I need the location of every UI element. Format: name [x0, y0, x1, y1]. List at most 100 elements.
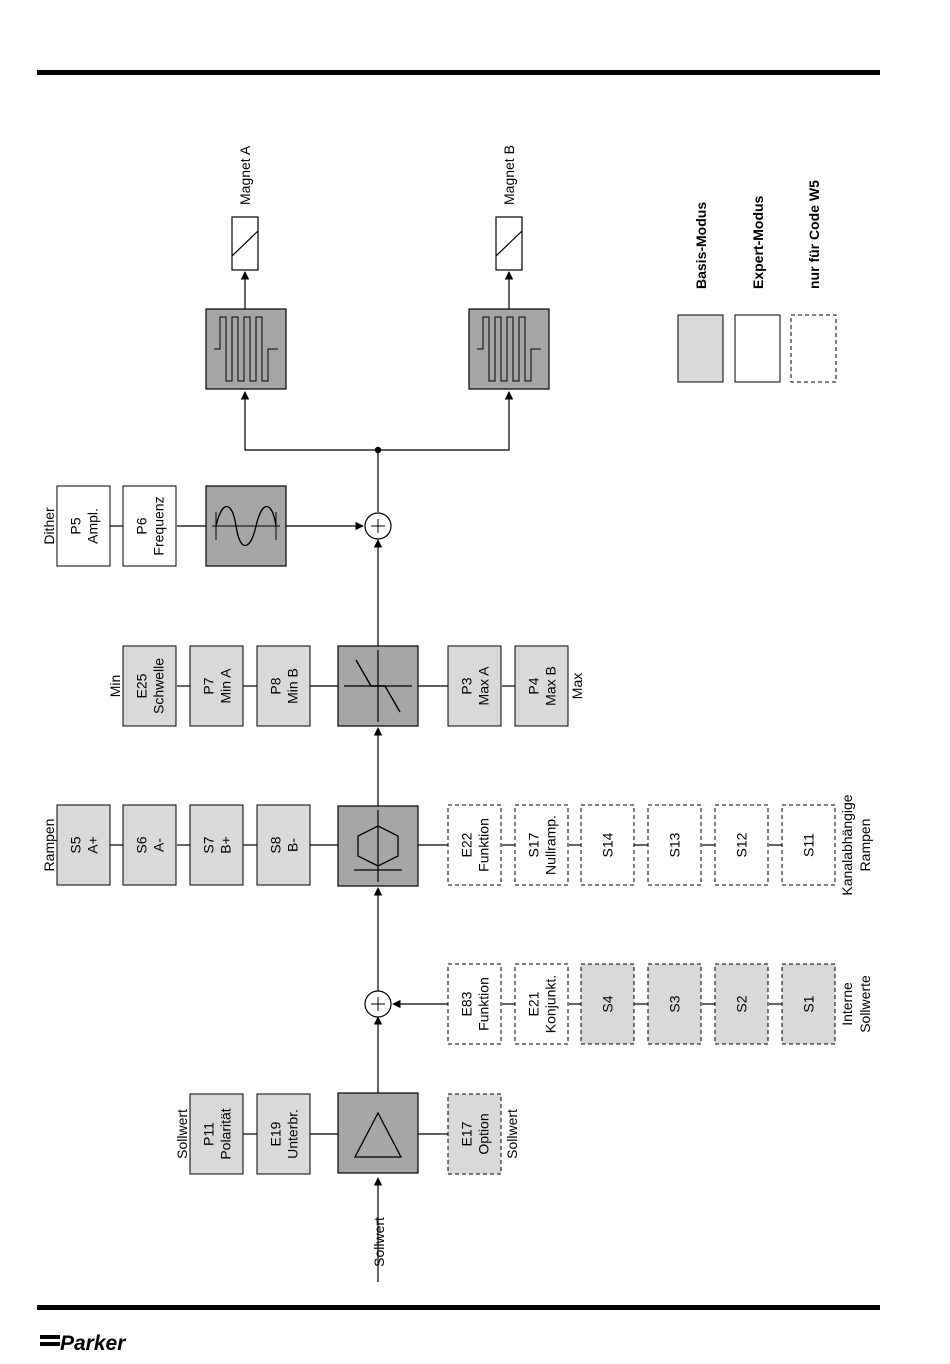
param-block-s5-line-1: A+	[85, 836, 101, 854]
param-block-e22-line-1: Funktion	[476, 818, 492, 872]
header-rule	[37, 70, 880, 75]
svg-text:Rampen: Rampen	[857, 819, 873, 872]
param-block-e17-line-0: E17	[459, 1121, 475, 1146]
param-block-s12-line-0: S12	[734, 832, 750, 857]
ramp-generator-block	[337, 805, 419, 887]
param-block-p7-line-1: Min A	[218, 668, 234, 704]
param-block-p6-line-1: Frequenz	[151, 496, 167, 555]
param-block-e17-line-1: Option	[476, 1113, 492, 1154]
param-block-s17-line-0: S17	[526, 832, 542, 857]
svg-text:Sollwerte: Sollwerte	[857, 975, 873, 1033]
magnet-b-solenoid-icon	[495, 216, 523, 271]
param-block-e83-line-1: Funktion	[476, 977, 492, 1031]
parker-logo: Parker	[40, 1326, 135, 1356]
svg-text:Sollwert: Sollwert	[174, 1109, 190, 1159]
param-block-s8-line-0: S8	[268, 836, 284, 853]
summing-junction-1	[364, 990, 392, 1018]
param-block-s8-line-1: B-	[285, 838, 301, 852]
legend-expert-swatch	[734, 314, 781, 383]
svg-text:Max: Max	[569, 673, 585, 699]
footer-rule	[37, 1305, 880, 1310]
param-block-e21-line-0: E21	[526, 991, 542, 1016]
amplifier-block	[337, 1092, 419, 1174]
param-block-e19-line-0: E19	[268, 1121, 284, 1146]
label-sollwert-input: Sollwert	[371, 1217, 387, 1267]
svg-text:Magnet A: Magnet A	[237, 145, 253, 205]
param-block-e25-line-1: Schwelle	[151, 658, 167, 714]
legend-w5-swatch	[790, 314, 837, 383]
label-kanalabhaengige-rampen: Kanalabhängige Rampen	[839, 794, 873, 895]
param-block-s1: S1	[781, 963, 836, 1045]
param-block-p6-line-0: P6	[134, 517, 150, 534]
param-block-e21-line-1: Konjunkt.	[543, 975, 559, 1033]
pwm-output-stage-a	[205, 308, 287, 390]
param-block-e25-line-0: E25	[134, 673, 150, 698]
param-block-p5-line-1: Ampl.	[85, 508, 101, 544]
svg-text:Kanalabhängige: Kanalabhängige	[839, 794, 855, 895]
pwm-output-stage-b	[468, 308, 550, 390]
param-block-s2: S2	[714, 963, 769, 1045]
param-block-s3-line-0: S3	[667, 995, 683, 1012]
param-block-s7-line-1: B+	[218, 836, 234, 854]
svg-text:Sollwert: Sollwert	[504, 1109, 520, 1159]
legend: Basis-Modus Expert-Modus nur für Code W5	[677, 180, 837, 383]
svg-text:Rampen: Rampen	[41, 819, 57, 872]
characteristic-block	[337, 645, 419, 727]
param-block-s4-line-0: S4	[600, 995, 616, 1012]
param-block-p11-line-1: Polarität	[218, 1108, 234, 1159]
label-sollwert-option: Sollwert	[504, 1109, 520, 1159]
param-block-s6-line-0: S6	[134, 836, 150, 853]
legend-expert-label: Expert-Modus	[750, 195, 766, 289]
param-block-s11-line-0: S11	[801, 833, 817, 857]
label-magnet-b: Magnet B	[501, 145, 517, 205]
param-block-p7-line-0: P7	[201, 677, 217, 694]
param-block-p8-line-1: Min B	[285, 668, 301, 704]
label-magnet-a: Magnet A	[237, 145, 253, 205]
param-block-s2-line-0: S2	[734, 995, 750, 1012]
param-block-s5-line-0: S5	[68, 836, 84, 853]
param-block-s6-line-1: A-	[151, 838, 167, 852]
param-block-s7-line-0: S7	[201, 836, 217, 853]
param-block-p11-line-0: P11	[201, 1122, 217, 1146]
svg-text:Magnet B: Magnet B	[501, 145, 517, 205]
param-block-s14-line-0: S14	[600, 832, 616, 857]
param-block-p4-line-0: P4	[526, 677, 542, 694]
svg-text:Dither: Dither	[41, 507, 57, 545]
label-rampen: Rampen	[41, 819, 57, 872]
param-block-p4-line-1: Max B	[543, 666, 559, 706]
param-block-p3-line-0: P3	[459, 677, 475, 694]
param-block-s13-line-0: S13	[667, 832, 683, 857]
svg-text:Sollwert: Sollwert	[371, 1217, 387, 1267]
param-block-p8-line-0: P8	[268, 677, 284, 694]
legend-w5-label: nur für Code W5	[806, 180, 822, 289]
connections	[110, 271, 782, 1262]
label-interne-sollwerte: Interne Sollwerte	[839, 975, 873, 1033]
param-block-e83-line-0: E83	[459, 991, 475, 1016]
summing-junction-2	[364, 512, 392, 540]
param-block-s3: S3	[647, 963, 702, 1045]
legend-basis-swatch	[677, 314, 724, 383]
param-block-e22-line-0: E22	[459, 832, 475, 857]
param-block-s11: S11	[781, 804, 836, 886]
svg-text:Interne: Interne	[839, 982, 855, 1026]
label-sollwert-top: Sollwert	[174, 1109, 190, 1159]
param-block-s4: S4	[580, 963, 635, 1045]
param-block-s13: S13	[647, 804, 702, 886]
param-block-e19-line-1: Unterbr.	[285, 1109, 301, 1159]
